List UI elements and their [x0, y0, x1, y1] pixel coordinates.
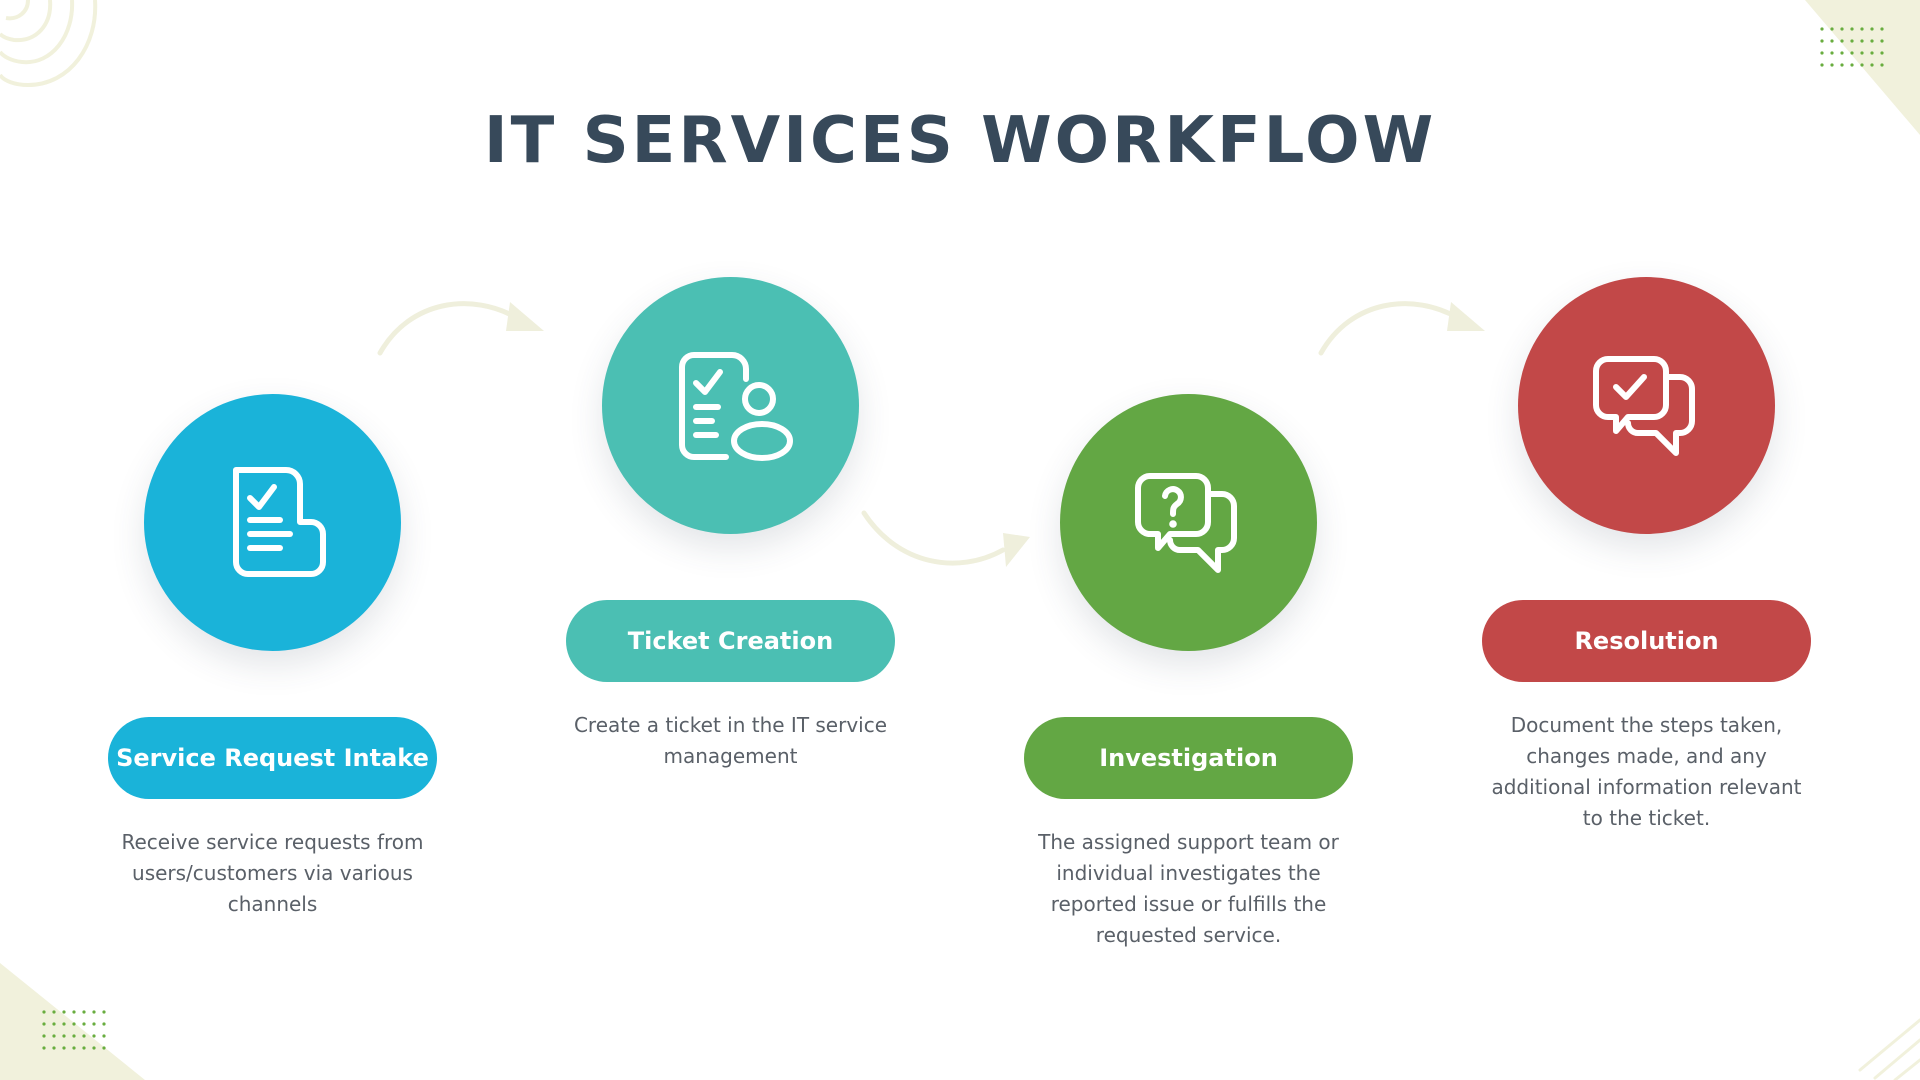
step-1-circle — [144, 394, 401, 651]
step-2-description: Create a ticket in the IT service manage… — [573, 713, 888, 768]
page-title: IT SERVICES WORKFLOW — [483, 104, 1437, 178]
step-3-circle — [1060, 394, 1317, 651]
step-4-label: Resolution — [1482, 600, 1811, 682]
check-chat-icon — [1592, 355, 1695, 456]
document-checklist-icon — [232, 466, 326, 577]
dot-grid-decoration — [42, 1010, 106, 1050]
question-chat-icon — [1134, 472, 1237, 573]
connector-arrow — [861, 510, 1030, 567]
step-1-label: Service Request Intake — [108, 717, 437, 799]
connector-arrow — [1318, 301, 1485, 356]
checklist-user-icon — [678, 351, 793, 461]
corner-triangle-decoration — [1805, 0, 1920, 135]
corner-swirl-decoration — [0, 0, 98, 88]
connector-arrow — [377, 301, 544, 356]
step-3-description: The assigned support team or individual … — [1038, 830, 1339, 947]
diagonal-lines-decoration — [1858, 1018, 1920, 1080]
step-2-label: Ticket Creation — [566, 600, 895, 682]
dot-grid-decoration — [1820, 27, 1884, 67]
corner-triangle-decoration — [0, 963, 145, 1080]
step-1-description: Receive service requests from users/cust… — [121, 830, 424, 916]
step-4-description: Document the steps taken, changes made, … — [1491, 713, 1802, 830]
step-2-circle — [602, 277, 859, 534]
step-4-circle — [1518, 277, 1775, 534]
step-3-label: Investigation — [1024, 717, 1353, 799]
